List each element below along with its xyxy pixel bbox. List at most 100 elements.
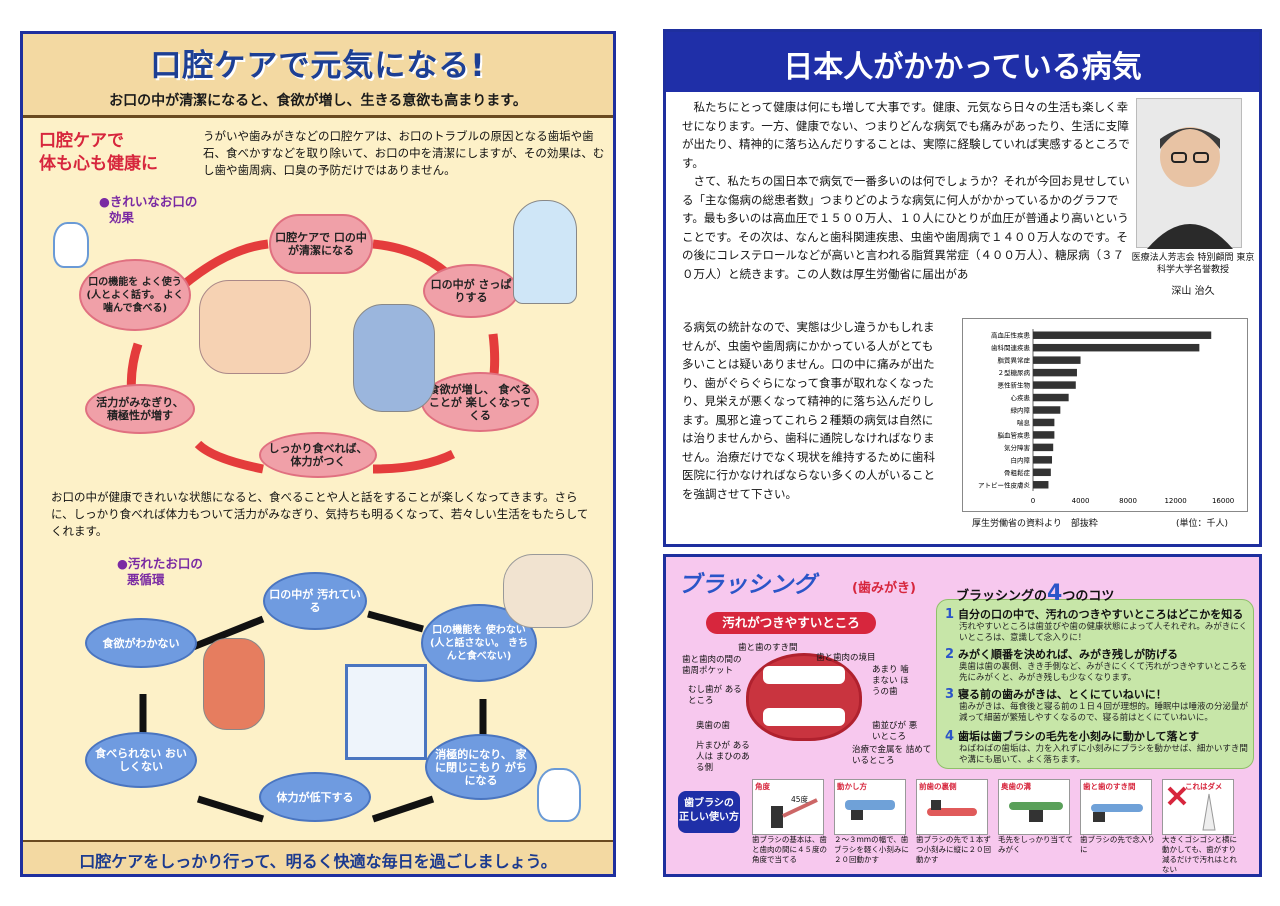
chart-category-label: 骨粗鬆症 <box>1004 468 1031 477</box>
chart-tick-label: 0 <box>1031 497 1035 505</box>
tip-body: 奥歯は歯の裏側、きき手側など、みがきにくくて汚れがつきやすいところを先にみがくと… <box>959 662 1248 683</box>
card-heading: 前歯の裏側 <box>919 782 957 791</box>
chart-category-label: ２型糖尿病 <box>998 368 1031 377</box>
people-talking-illustration <box>199 280 311 374</box>
card-heading: 歯と歯のすき間 <box>1083 782 1136 791</box>
usage-text: ２～３mmの幅で、歯ブラシを軽く小刻みに２０回動かす <box>834 835 909 864</box>
usage-label-line-2: 正しい使い方 <box>679 812 739 823</box>
effect-step: 口腔ケアで 口の中が清潔になる <box>269 214 373 274</box>
author-photo <box>1136 98 1242 249</box>
oral-care-page: 口腔ケアで元気になる! お口の中が清潔になると、食欲が増し、生きる意欲も高まりま… <box>20 31 616 877</box>
tip-number: 4 <box>945 729 955 744</box>
header-band <box>23 34 613 118</box>
chart-tick-label: 16000 <box>1212 497 1234 505</box>
tooth-label: 治療で金属を 詰めているところ <box>852 745 932 766</box>
chart-tick-label: 8000 <box>1119 497 1137 505</box>
tooth-character-illustration <box>53 222 89 268</box>
bad-step: 食べられない おいしくない <box>85 732 197 788</box>
toothbrush-icon <box>927 800 977 816</box>
cycle-arrow <box>372 449 456 474</box>
sad-tooth-illustration <box>537 768 581 822</box>
chart-bar <box>1033 406 1061 414</box>
tip-heading-text: 自分の口の中で、汚れのつきやすいところはどこかを知る <box>958 608 1244 621</box>
effect-title-line-1: ●きれいなお口の <box>99 194 198 209</box>
cycle-arrow <box>371 795 435 823</box>
bad-cycle-arrows <box>139 610 487 823</box>
tip-number: 1 <box>945 607 955 622</box>
disease-page: 日本人がかかっている病気 私たちにとって健康は何にも増して大事です。健康、元気な… <box>663 29 1262 547</box>
toothbrush-icon <box>1091 804 1143 822</box>
bad-step: 体力が低下する <box>259 772 371 822</box>
usage-text: 大きくゴシゴシと横に動かしても、歯がすり減るだけで汚れはとれない <box>1162 835 1237 874</box>
usage-card-molar-groove: 奥歯の溝 <box>998 779 1070 835</box>
tips-heading-number: 4 <box>1047 581 1063 606</box>
effect-step: 活力がみなぎり、 積極性が増す <box>85 384 195 434</box>
brushing-title: ブラッシング <box>678 572 816 598</box>
chart-category-label: 悪性新生物 <box>998 381 1031 390</box>
tip-body: 汚れやすいところは歯並びや歯の健康状態によって人それぞれ。みがきにくいところは、… <box>959 622 1248 643</box>
paragraph-2: さて、私たちの国日本で病気で一番多いのは何でしょうか？それが今回お見せしている「… <box>682 174 1130 281</box>
tooth-label: 歯と歯肉の境目 <box>816 653 876 663</box>
chart-unit: (単位：千人) <box>1176 519 1229 529</box>
usage-text: 歯ブラシの先で１本ずつ小刻みに縦に２０回動かす <box>916 835 991 864</box>
bad-title-line-2: 悪循環 <box>127 572 165 587</box>
chart-category-label: 気分障害 <box>1004 443 1031 452</box>
heading-line-1: 口腔ケアで <box>39 131 124 151</box>
card-heading: 動かし方 <box>837 782 867 791</box>
cycle-arrow <box>367 610 424 633</box>
usage-text: 歯ブラシの先で念入りに <box>1080 835 1155 854</box>
man-eating-illustration <box>353 304 435 412</box>
chart-category-label: 緑内障 <box>1011 405 1031 414</box>
paragraph-3: る病気の統計なので、実態は少し違うかもしれませんが、虫歯や歯周病にかかっている人… <box>682 320 935 501</box>
mouth-teeth-illustration <box>746 653 862 741</box>
bar-chart: 高血圧性疾患歯科関連疾患脂質異常症２型糖尿病悪性新生物心疾患緑内障喘息脳血管疾患… <box>978 329 1234 505</box>
chart-bar <box>1033 418 1055 427</box>
tip-number: 3 <box>945 687 955 702</box>
chart-category-label: 喘息 <box>1017 418 1031 427</box>
effect-step: 口の中が さっぱりする <box>423 264 519 318</box>
bad-cycle-title: ●汚れたお口の 悪循環 <box>117 556 287 588</box>
chart-bar <box>1033 393 1069 402</box>
chart-bar <box>1033 481 1049 489</box>
usage-text: 歯ブラシの基本は、歯と歯肉の間に４５度の角度で当てる <box>752 835 827 864</box>
card-heading: 角度 <box>755 782 770 791</box>
toothbrush-icon <box>1009 802 1063 822</box>
chart-bar <box>1033 443 1054 452</box>
chart-category-label: 脳血管疾患 <box>998 430 1031 439</box>
middle-text: お口の中が健康できれいな状態になると、食べることや人と話をすることが楽しくなって… <box>51 490 589 538</box>
chart-bar <box>1033 343 1200 352</box>
bad-step: 食欲がわかない <box>85 618 197 668</box>
effect-title-line-2: 効果 <box>109 210 135 225</box>
chart-bar <box>1033 381 1076 389</box>
cycle-arrow <box>196 795 265 823</box>
chart-bar <box>1033 431 1055 439</box>
tooth-label: 歯並びが 悪いところ <box>872 721 918 742</box>
tips-heading-post: つのコツ <box>1062 589 1115 604</box>
usage-label-line-1: 歯ブラシの <box>684 798 734 809</box>
man-no-appetite-illustration <box>203 638 265 730</box>
person-icon <box>1147 127 1233 249</box>
chart-bar <box>1033 456 1053 464</box>
toothbrush-icon <box>845 800 895 820</box>
footer-text: 口腔ケアをしっかり行って、明るく快適な毎日を過ごしましょう。 <box>79 852 557 871</box>
chart-bar <box>1033 368 1077 377</box>
card-heading: これはダメ <box>1185 782 1223 791</box>
intro-text: うがいや歯みがきなどの口腔ケアは、お口のトラブルの原因となる歯垢や歯石、食べかす… <box>203 129 605 177</box>
effect-step: 食欲が増し、 食べることが 楽しくなってくる <box>421 372 539 432</box>
heading-line-2: 体も心も健康に <box>39 154 158 174</box>
author-name: 深山 治久 <box>1171 286 1215 297</box>
page-title: 日本人がかかっている病気 <box>783 50 1142 85</box>
footer-band <box>23 840 613 874</box>
cycle-arrow <box>194 440 264 474</box>
usage-card-angle: 角度 45度 <box>752 779 824 835</box>
teeth-icon <box>763 666 845 726</box>
chart-category-label: 白内障 <box>1011 455 1031 464</box>
usage-text: 毛先をしっかり当ててみがく <box>998 835 1073 854</box>
brushing-panel: ブラッシング (歯みがき) 汚れがつきやすいところ 歯と歯のすき間 歯と歯肉の境… <box>663 554 1262 877</box>
bad-step: 消極的になり、 家に閉じこもり がちになる <box>425 734 537 800</box>
author-affiliation: 医療法人芳志会 特別顧問 東京科学大学名誉教授 <box>1131 253 1255 275</box>
effect-step: しっかり食べれば、 体力がつく <box>259 432 377 478</box>
